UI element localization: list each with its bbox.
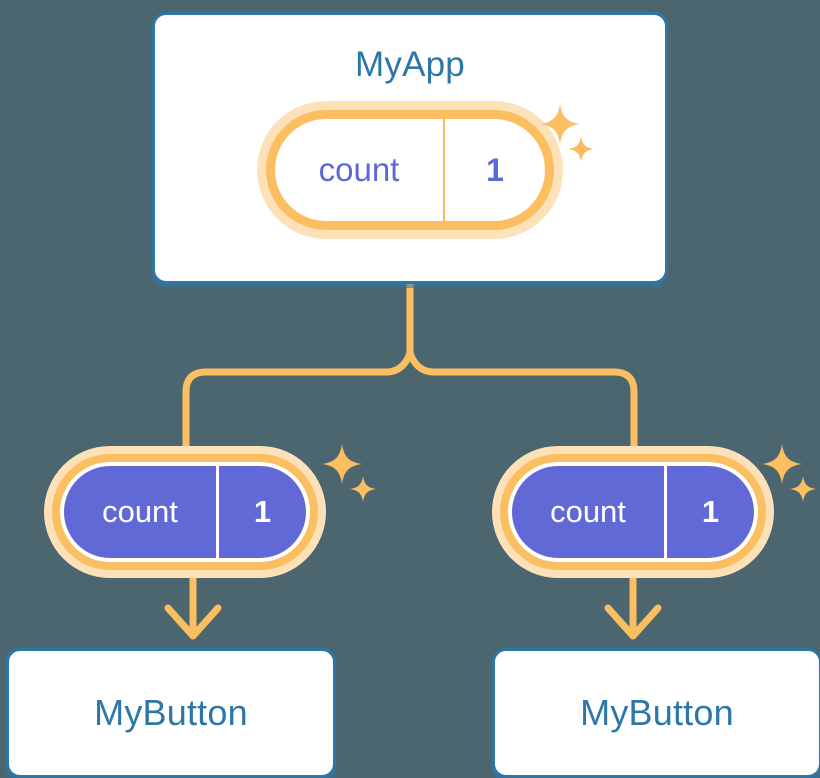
arrow-down-icon-left [164, 574, 222, 640]
mybutton-label: MyButton [94, 692, 248, 733]
child-state-pill-left[interactable]: count 1 [60, 462, 310, 562]
mybutton-label: MyButton [580, 692, 734, 733]
myapp-state-pill[interactable]: count 1 [266, 110, 554, 230]
state-value: 1 [216, 466, 306, 558]
state-value: 1 [443, 119, 545, 221]
sparkle-icon [762, 444, 802, 484]
sparkle-small-icon [350, 476, 376, 502]
child-state-pill-right[interactable]: count 1 [508, 462, 758, 562]
state-key: count [318, 151, 400, 188]
mybutton-card-right[interactable]: MyButton [492, 648, 820, 778]
wire-to-left-child [182, 348, 414, 456]
arrow-down-icon-right [604, 574, 662, 640]
state-value: 1 [664, 466, 754, 558]
wire-to-right-child [406, 280, 638, 456]
page-title: MyApp [355, 45, 465, 84]
state-key: count [550, 494, 626, 529]
mybutton-card-left[interactable]: MyButton [6, 648, 336, 778]
sparkle-small-icon [790, 476, 816, 502]
sparkle-icon [322, 444, 362, 484]
state-key: count [102, 494, 178, 529]
